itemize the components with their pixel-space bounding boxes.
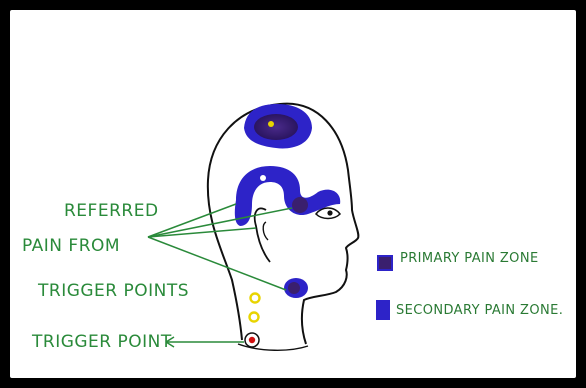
label-trigger-points: TRIGGER POINTS: [37, 281, 189, 301]
label-pain-from: PAIN FROM: [22, 236, 120, 256]
trigger-ring-1: [251, 294, 260, 303]
trigger-ring-2: [250, 313, 259, 322]
primary-zone-jaw: [288, 282, 300, 294]
eye-pupil: [327, 210, 332, 215]
label-referred: REFERRED: [64, 201, 159, 221]
primary-zone-temple: [292, 197, 308, 213]
referral-line-band: [148, 204, 236, 237]
legend-secondary-swatch: [376, 300, 390, 320]
primary-zone-crown: [254, 114, 298, 140]
crown-yellow-spot: [268, 121, 274, 127]
ear-outline: [255, 208, 270, 262]
trigger-point-core: [249, 337, 255, 343]
legend-primary-swatch: [378, 256, 392, 270]
referral-line-ear: [148, 228, 256, 237]
legend-secondary-label: SECONDARY PAIN ZONE.: [396, 303, 563, 318]
band-white-dot: [260, 175, 266, 181]
label-trigger-point: TRIGGER POINT: [31, 332, 172, 352]
referral-line-temple: [148, 208, 292, 237]
ear-inner: [263, 222, 268, 240]
legend-primary-label: PRIMARY PAIN ZONE: [400, 251, 539, 266]
